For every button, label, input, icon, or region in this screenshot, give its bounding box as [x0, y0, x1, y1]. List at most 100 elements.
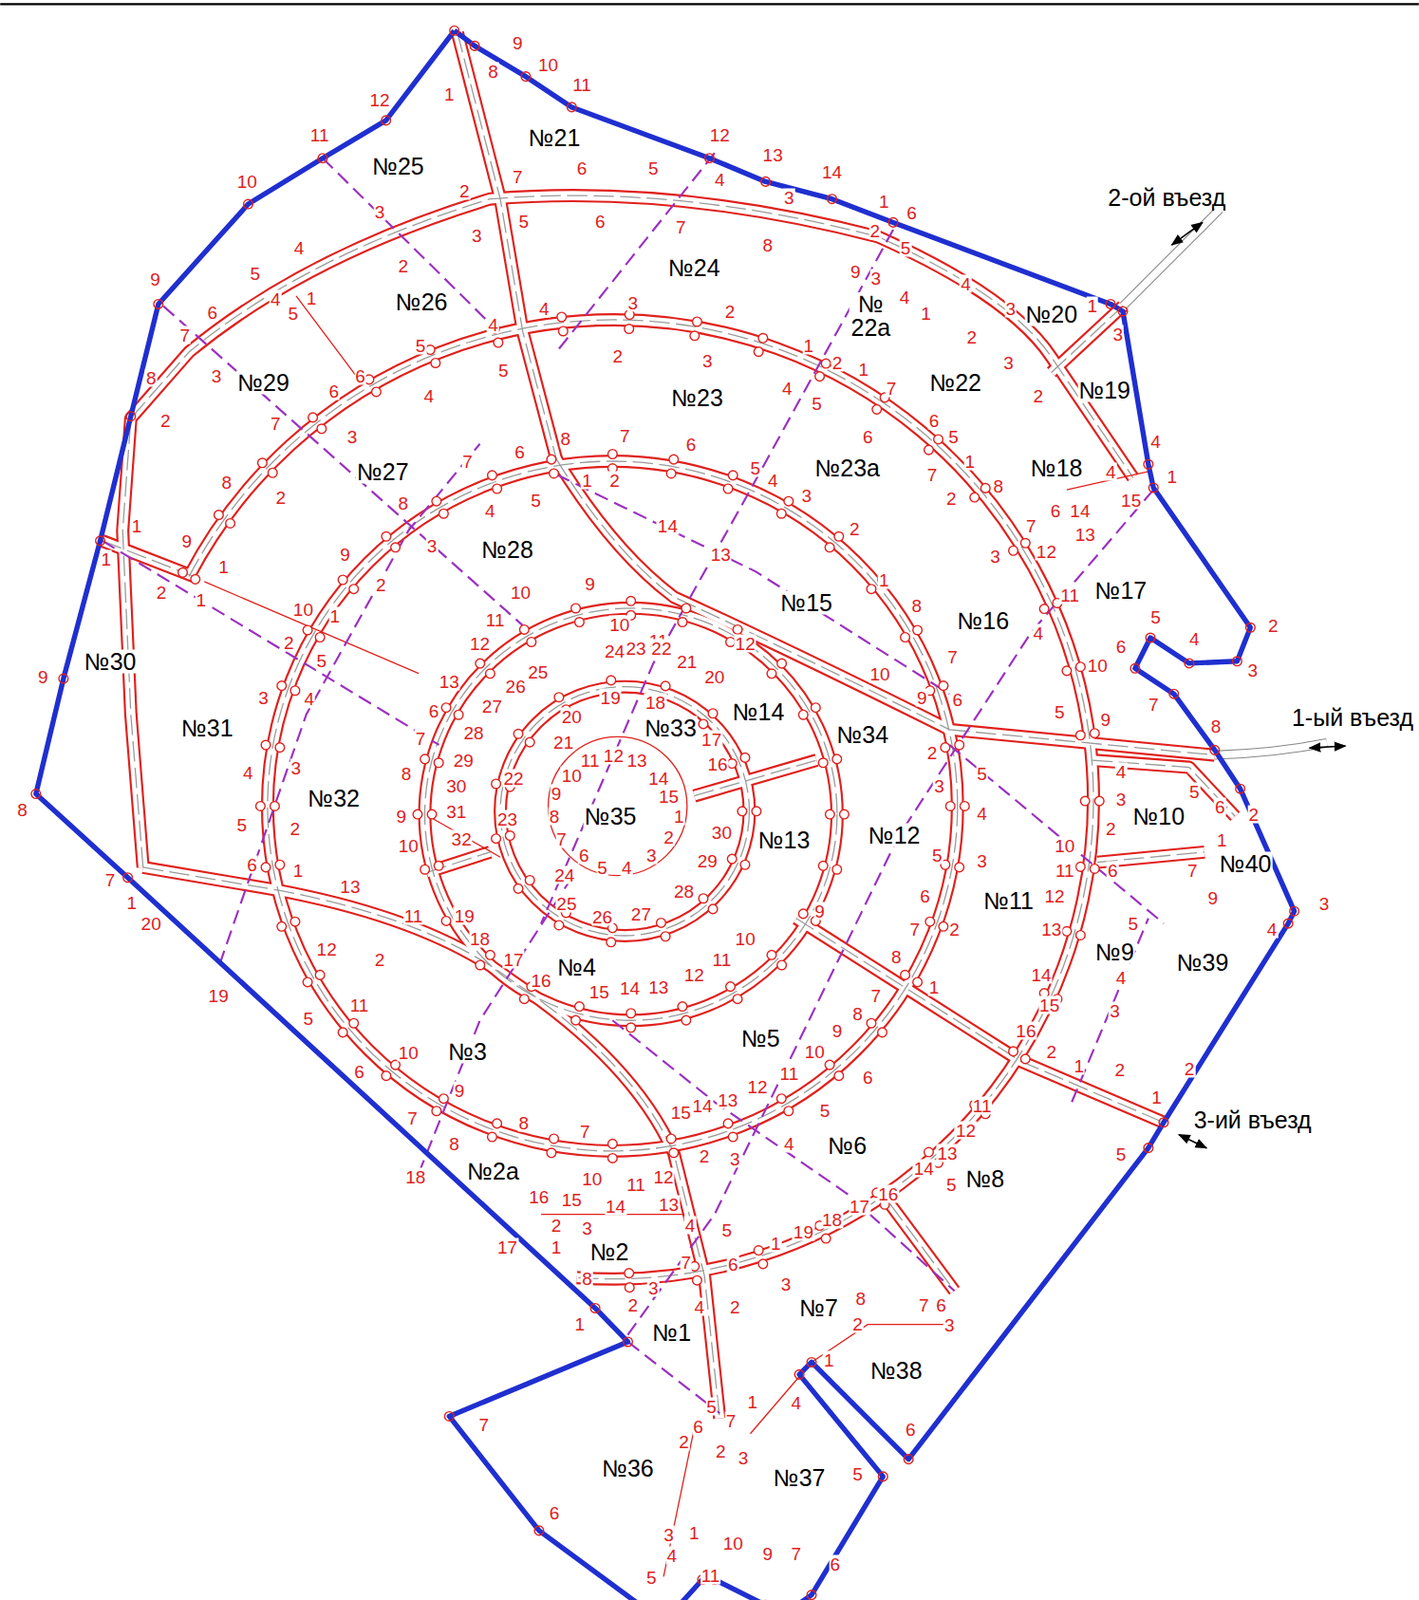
survey-point	[692, 1275, 703, 1286]
survey-point	[549, 468, 560, 479]
point-number: 13	[1074, 524, 1097, 543]
point-number: 6	[1115, 636, 1128, 655]
point-number: 3	[580, 1218, 594, 1237]
survey-point	[485, 950, 496, 960]
point-number: 1	[963, 452, 976, 471]
plot-number: №1	[651, 1320, 692, 1345]
survey-point	[1143, 1143, 1154, 1154]
survey-point	[970, 492, 980, 503]
point-number: 8	[145, 368, 158, 387]
survey-point	[723, 484, 733, 494]
plot-number: №20	[1024, 302, 1079, 327]
plot-number: №23	[670, 386, 725, 411]
plot-number: №23а	[813, 455, 881, 480]
point-number: 14	[1029, 966, 1052, 985]
point-number: 2	[282, 633, 296, 652]
survey-point	[924, 445, 934, 455]
point-number: 4	[684, 1215, 697, 1234]
point-number: 1	[550, 1238, 563, 1257]
point-number: 2	[966, 327, 979, 346]
survey-point	[623, 1337, 634, 1347]
plot-number: №32	[306, 786, 361, 811]
survey-point	[624, 1283, 635, 1293]
plot-number: №7	[798, 1295, 840, 1320]
survey-point	[834, 531, 844, 542]
survey-point	[723, 1119, 733, 1129]
point-number: 4	[484, 501, 497, 520]
survey-point	[178, 567, 188, 578]
point-number: 8	[580, 1269, 594, 1288]
point-number: 7	[414, 728, 428, 747]
point-number: 1	[877, 191, 891, 210]
point-number: 6	[727, 1254, 740, 1273]
survey-point	[439, 508, 449, 519]
point-number: 1	[100, 550, 113, 569]
survey-point	[575, 617, 585, 628]
survey-point	[766, 950, 777, 960]
point-number: 9	[149, 269, 162, 288]
point-number: 13	[709, 545, 732, 564]
point-number: 2	[662, 827, 675, 846]
survey-point	[1235, 784, 1246, 794]
plot-number: №15	[779, 590, 834, 615]
point-number: 5	[517, 212, 530, 231]
point-number: 3	[290, 758, 303, 777]
point-number: 28	[672, 881, 695, 900]
point-number: 1	[769, 1234, 783, 1253]
point-number: 27	[630, 904, 653, 923]
point-number: 7	[578, 1121, 592, 1140]
point-number: 12	[1043, 887, 1065, 906]
point-number: 11	[485, 610, 506, 629]
point-number: 11	[349, 996, 371, 1015]
point-number: 5	[1188, 782, 1201, 801]
survey-point	[487, 470, 498, 481]
survey-point	[913, 625, 923, 635]
point-number: 5	[720, 1221, 733, 1240]
survey-point	[1143, 459, 1154, 469]
survey-point	[571, 603, 581, 614]
point-number: 7	[679, 1253, 692, 1272]
point-number: 22	[502, 768, 524, 787]
survey-point	[737, 806, 747, 817]
point-number: 6	[918, 887, 932, 906]
point-number: 3	[800, 485, 813, 505]
survey-point	[485, 669, 496, 679]
point-number: 14	[913, 1159, 935, 1178]
survey-point	[980, 484, 990, 494]
point-number: 1	[746, 1392, 759, 1411]
survey-point	[1246, 622, 1256, 633]
point-number: 12	[709, 125, 731, 144]
plot-number: №29	[236, 371, 291, 395]
survey-point	[608, 1154, 618, 1164]
survey-point	[959, 802, 970, 812]
point-number: 11	[700, 1566, 722, 1585]
point-number: 7	[725, 1412, 738, 1431]
survey-point	[275, 743, 285, 753]
point-number: 3	[975, 851, 989, 870]
point-number: 2	[728, 1297, 742, 1316]
survey-point	[475, 658, 486, 669]
point-number: 19	[453, 906, 476, 925]
point-number: 29	[696, 851, 719, 870]
survey-point	[449, 25, 460, 36]
survey-point	[524, 876, 535, 886]
point-number: 28	[462, 724, 485, 743]
survey-point	[381, 115, 392, 126]
survey-point	[728, 1132, 738, 1142]
survey-point	[270, 802, 281, 812]
survey-point	[504, 831, 515, 841]
plot-number: №24	[667, 255, 722, 280]
point-number: 5	[931, 846, 944, 865]
survey-point	[190, 575, 201, 585]
survey-point	[766, 669, 777, 679]
survey-point	[810, 703, 821, 713]
survey-point	[827, 194, 838, 205]
survey-point	[660, 681, 671, 691]
point-number: 1	[672, 807, 686, 826]
point-number: 5	[647, 159, 660, 178]
survey-point	[524, 737, 535, 747]
survey-point	[126, 411, 136, 422]
point-number: 2	[848, 520, 861, 539]
point-number: 5	[1149, 607, 1162, 626]
point-number: 7	[1186, 861, 1199, 880]
